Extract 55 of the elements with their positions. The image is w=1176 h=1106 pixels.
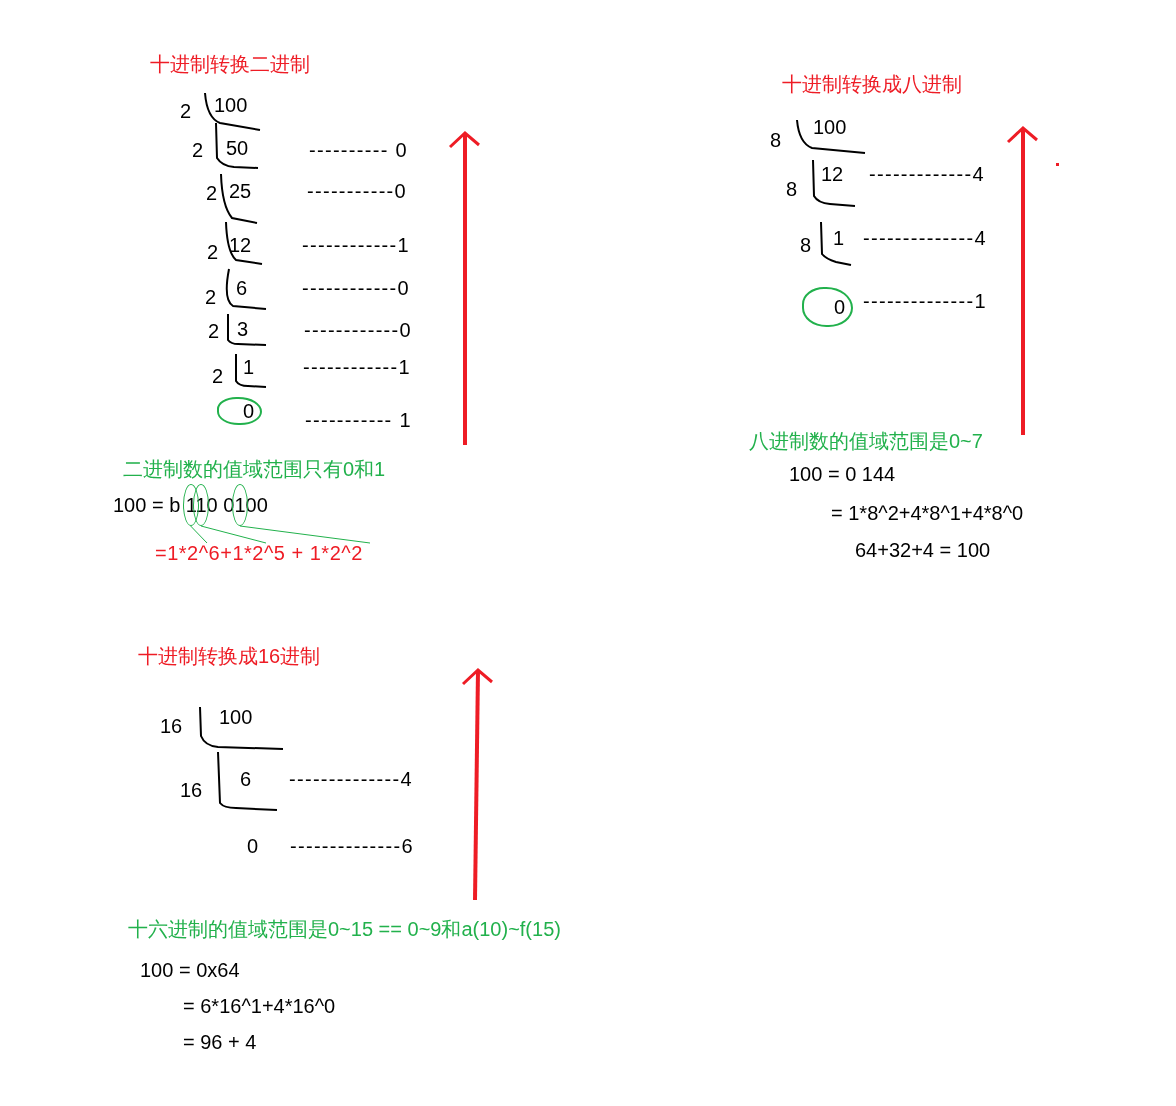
number-text: 16 bbox=[160, 714, 183, 738]
number-text: 50 bbox=[226, 136, 249, 160]
number-text: 1 bbox=[833, 226, 845, 250]
formula-text: =1*2^6+1*2^5 + 1*2^2 bbox=[155, 541, 363, 565]
number-text: 6 bbox=[240, 767, 252, 791]
number-text: 2 bbox=[205, 285, 217, 309]
remainder-text: --------------6 bbox=[290, 834, 414, 858]
number-text: 2 bbox=[207, 240, 219, 264]
remainder-text: ------------0 bbox=[304, 318, 412, 342]
remainder-text: --------------1 bbox=[863, 289, 987, 313]
remainder-text: ----------- 1 bbox=[305, 408, 412, 432]
equation-text: 100 = 0x64 bbox=[140, 958, 240, 982]
note-text: 二进制数的值域范围只有0和1 bbox=[123, 457, 386, 481]
equation-text: = 6*16^1+4*16^0 bbox=[183, 994, 336, 1018]
remainder-text: ------------0 bbox=[302, 276, 410, 300]
number-text: 100 bbox=[813, 115, 847, 139]
remainder-text: -------------4 bbox=[869, 162, 985, 186]
leader-line bbox=[239, 525, 371, 544]
number-text: 3 bbox=[237, 317, 249, 341]
leader-line bbox=[200, 525, 267, 544]
number-text: 16 bbox=[180, 778, 203, 802]
remainder-text: ------------1 bbox=[302, 233, 410, 257]
number-text: 12 bbox=[229, 233, 252, 257]
number-text: 100 bbox=[214, 93, 248, 117]
circled-digit: 0 bbox=[217, 397, 262, 425]
number-text: 8 bbox=[800, 233, 812, 257]
number-text: 2 bbox=[212, 364, 224, 388]
number-text: 25 bbox=[229, 179, 252, 203]
remainder-text: ------------1 bbox=[303, 355, 411, 379]
number-text: 2 bbox=[206, 181, 218, 205]
remainder-text: ---------- 0 bbox=[309, 138, 408, 162]
number-text: 1 bbox=[243, 355, 255, 379]
number-text: 2 bbox=[208, 319, 220, 343]
section-heading: 十进制转换成16进制 bbox=[138, 644, 321, 668]
section-heading: 十进制转换成八进制 bbox=[782, 72, 962, 96]
number-text: 8 bbox=[786, 177, 798, 201]
number-text: 2 bbox=[192, 138, 204, 162]
circled-digit: 0 bbox=[802, 287, 853, 327]
note-text: 八进制数的值域范围是0~7 bbox=[749, 429, 983, 453]
note-text: 十六进制的值域范围是0~15 == 0~9和a(10)~f(15) bbox=[128, 917, 561, 941]
equation-text: 64+32+4 = 100 bbox=[855, 538, 991, 562]
number-text: 8 bbox=[770, 128, 782, 152]
number-text: 6 bbox=[236, 276, 248, 300]
remainder-text: -----------0 bbox=[307, 179, 407, 203]
number-text: 0 bbox=[247, 834, 259, 858]
number-text: 12 bbox=[821, 162, 844, 186]
section-heading: 十进制转换二进制 bbox=[150, 52, 310, 76]
number-text: 100 bbox=[219, 705, 253, 729]
remainder-text: --------------4 bbox=[289, 767, 413, 791]
equation-text: = 96 + 4 bbox=[183, 1030, 257, 1054]
leader-line bbox=[190, 525, 208, 544]
number-text: 2 bbox=[180, 99, 192, 123]
remainder-text: --------------4 bbox=[863, 226, 987, 250]
equation-text: 100 = 0 144 bbox=[789, 462, 896, 486]
equation-text: = 1*8^2+4*8^1+4*8^0 bbox=[831, 501, 1024, 525]
